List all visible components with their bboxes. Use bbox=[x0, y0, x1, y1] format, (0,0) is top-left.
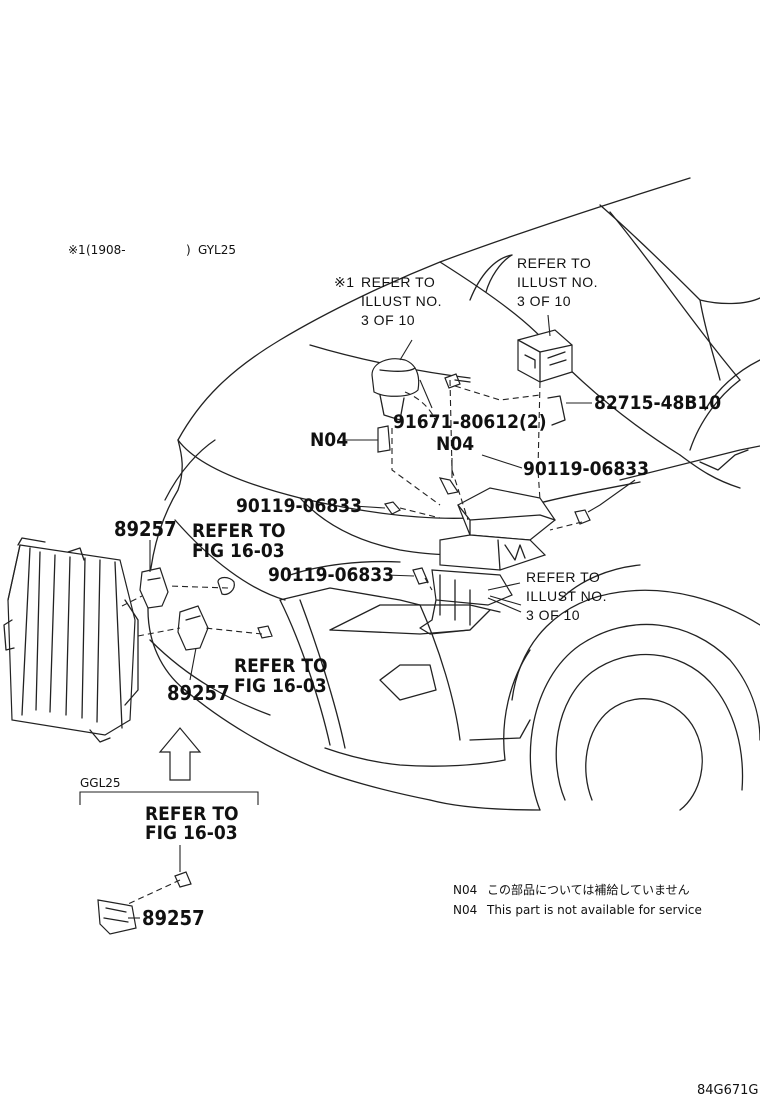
legend-line1-code: N04 bbox=[453, 883, 477, 897]
horn-illustration bbox=[371, 358, 420, 453]
horn-ref-mark: ※1 bbox=[334, 274, 355, 290]
up-arrow-icon bbox=[158, 727, 202, 781]
part-90119-right[interactable]: 90119-06833 bbox=[523, 458, 649, 480]
fig-ref-top-line1: REFER TO bbox=[192, 520, 286, 542]
fig-ref-bottom-line2[interactable]: FIG 16-03 bbox=[145, 822, 238, 844]
part-89257-mid[interactable]: 89257 bbox=[167, 681, 230, 705]
junction-block-illustration bbox=[419, 487, 556, 635]
variant-label: GGL25 bbox=[80, 776, 121, 790]
block-ref-line3: 3 OF 10 bbox=[526, 607, 580, 623]
condition-note-mark: ※1 bbox=[68, 243, 86, 257]
part-n04-right: N04 bbox=[436, 433, 474, 455]
legend-line2-code: N04 bbox=[453, 903, 477, 917]
part-n04-left: N04 bbox=[310, 429, 348, 451]
condition-note-close: ) bbox=[186, 243, 191, 257]
fig-ref-top-line2[interactable]: FIG 16-03 bbox=[192, 540, 285, 562]
figure-code: 84G671G bbox=[697, 1083, 759, 1098]
part-89257-top[interactable]: 89257 bbox=[114, 517, 177, 541]
horn-ref-line2: ILLUST NO. bbox=[361, 293, 442, 309]
fig-ref-mid-line2[interactable]: FIG 16-03 bbox=[234, 675, 327, 697]
upper-module-illustration bbox=[517, 329, 573, 426]
part-89257-bottom[interactable]: 89257 bbox=[142, 906, 205, 930]
condition-note-model: GYL25 bbox=[198, 243, 236, 257]
condition-note-range: (1908- bbox=[86, 243, 126, 257]
part-90119-mid[interactable]: 90119-06833 bbox=[236, 495, 362, 517]
block-ref-line1: REFER TO bbox=[526, 569, 600, 585]
module-ref-line3: 3 OF 10 bbox=[517, 293, 571, 309]
fig-ref-bottom-line1: REFER TO bbox=[145, 803, 239, 825]
leader-lines bbox=[128, 314, 636, 919]
horn-ref-line1: REFER TO bbox=[361, 274, 435, 290]
variant-bracket bbox=[79, 791, 259, 805]
part-91671[interactable]: 91671-80612(2) bbox=[393, 411, 547, 433]
part-90119-lower[interactable]: 90119-06833 bbox=[268, 564, 394, 586]
module-ref-line2: ILLUST NO. bbox=[517, 274, 598, 290]
vehicle-body-outline bbox=[147, 177, 760, 811]
sensor-89257-illustrations bbox=[97, 567, 209, 935]
block-ref-line2: ILLUST NO. bbox=[526, 588, 607, 604]
radiator-illustration bbox=[3, 537, 139, 743]
legend-line2-text: This part is not available for service bbox=[486, 903, 702, 917]
horn-ref-line3: 3 OF 10 bbox=[361, 312, 415, 328]
fig-ref-mid-line1: REFER TO bbox=[234, 655, 328, 677]
part-82715[interactable]: 82715-48B10 bbox=[594, 392, 721, 414]
bolt-icons bbox=[174, 373, 591, 888]
legend-line1-text: この部品については補給していません bbox=[487, 882, 690, 897]
module-ref-line1: REFER TO bbox=[517, 255, 591, 271]
